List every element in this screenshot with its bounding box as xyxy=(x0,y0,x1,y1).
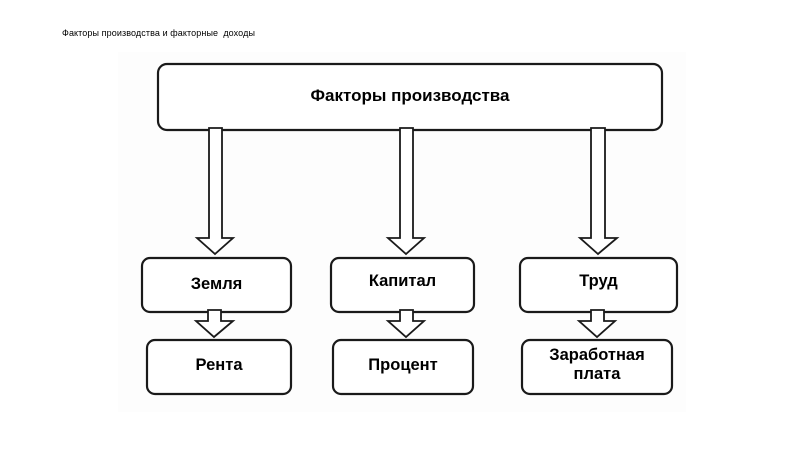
arrow-to-labor xyxy=(577,127,620,256)
slide-title: Факторы производства и факторные доходы xyxy=(62,28,256,38)
arrow-to-capital xyxy=(385,127,427,256)
top-box-label: Факторы производства xyxy=(310,86,510,105)
income-box-interest xyxy=(331,338,475,396)
arrow-land-to-rent xyxy=(193,309,236,339)
income-box-rent xyxy=(145,338,293,396)
income-label-interest: Процент xyxy=(368,356,438,374)
arrow-capital-to-interest xyxy=(385,309,427,339)
income-label-rent: Рента xyxy=(195,356,243,374)
arrow-labor-to-wages xyxy=(576,309,618,339)
factor-label-land: Земля xyxy=(190,275,243,293)
factor-label-capital: Капитал xyxy=(368,272,437,290)
arrow-to-land xyxy=(194,127,236,256)
income-box-wages xyxy=(520,338,674,396)
income-label-wages: Заработная плата xyxy=(549,346,645,383)
factor-label-labor: Труд xyxy=(579,272,618,290)
